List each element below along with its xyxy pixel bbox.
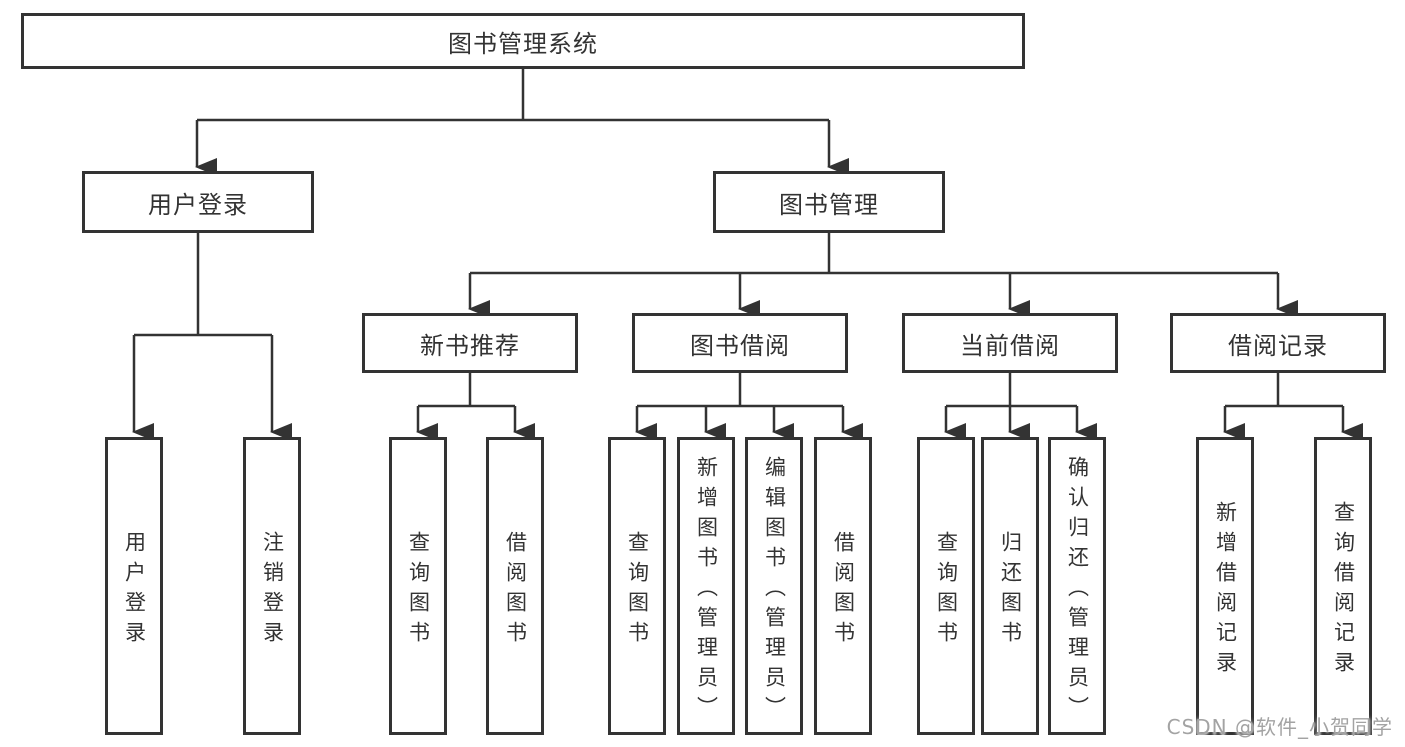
leaf-bb-add-books-admin-label: 新增图书（管理员） [694, 455, 719, 726]
leaf-cb-confirm-return-admin: 确认归还（管理员） [1048, 437, 1106, 735]
group-borrowing-records: 借阅记录 [1170, 313, 1386, 373]
leaf-nb-borrow-books-label: 借阅图书 [503, 530, 528, 651]
leaf-cb-query-books: 查询图书 [917, 437, 975, 735]
leaf-bb-query-books-label: 查询图书 [625, 530, 650, 651]
leaf-br-add-borrow-record-label: 新增借阅记录 [1213, 500, 1238, 681]
leaf-nb-borrow-books: 借阅图书 [486, 437, 544, 735]
leaf-logout-login: 注销登录 [243, 437, 301, 735]
branch-book-management: 图书管理 [713, 171, 945, 233]
leaf-cb-confirm-return-admin-label: 确认归还（管理员） [1065, 455, 1090, 726]
leaf-br-query-borrow-record-label: 查询借阅记录 [1331, 500, 1356, 681]
root-node: 图书管理系统 [21, 13, 1025, 69]
leaf-cb-return-books-label: 归还图书 [998, 530, 1023, 651]
leaf-bb-edit-books-admin-label: 编辑图书（管理员） [762, 455, 787, 726]
group-new-book-recommendation: 新书推荐 [362, 313, 578, 373]
leaf-bb-edit-books-admin: 编辑图书（管理员） [745, 437, 803, 735]
leaf-logout-login-label: 注销登录 [260, 530, 285, 651]
branch-user-login: 用户登录 [82, 171, 314, 233]
leaf-bb-query-books: 查询图书 [608, 437, 666, 735]
leaf-user-login: 用户登录 [105, 437, 163, 735]
leaf-user-login-label: 用户登录 [122, 530, 147, 651]
leaf-br-add-borrow-record: 新增借阅记录 [1196, 437, 1254, 735]
leaf-nb-query-books-label: 查询图书 [406, 530, 431, 651]
leaf-br-query-borrow-record: 查询借阅记录 [1314, 437, 1372, 735]
leaf-cb-query-books-label: 查询图书 [934, 530, 959, 651]
group-book-borrowing: 图书借阅 [632, 313, 848, 373]
leaf-bb-borrow-books-label: 借阅图书 [831, 530, 856, 651]
leaf-bb-borrow-books: 借阅图书 [814, 437, 872, 735]
group-current-borrowing: 当前借阅 [902, 313, 1118, 373]
leaf-nb-query-books: 查询图书 [389, 437, 447, 735]
leaf-bb-add-books-admin: 新增图书（管理员） [677, 437, 735, 735]
leaf-cb-return-books: 归还图书 [981, 437, 1039, 735]
